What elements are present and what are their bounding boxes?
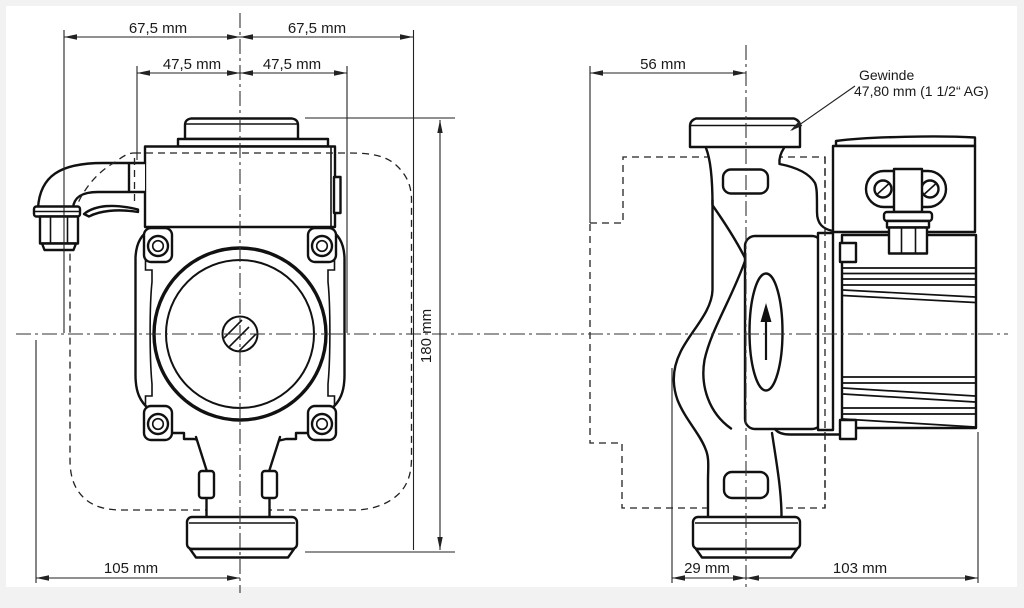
neck-flat-right <box>260 469 279 500</box>
flow-direction-marker <box>748 272 784 392</box>
front-insulation-envelope <box>69 152 413 511</box>
elbow-conduit <box>36 161 147 210</box>
elbow-fill <box>38 163 145 208</box>
centerlines <box>16 13 1008 593</box>
screw-slot-left <box>876 183 890 195</box>
terminal-box-cap <box>183 117 300 141</box>
cable-gland-rim <box>40 242 78 252</box>
thread-note-line2: 47,80 mm (1 1/2“ AG) <box>854 83 989 99</box>
casting-outline-left <box>134 228 152 412</box>
gland-stem <box>892 167 924 214</box>
motor-body <box>840 233 978 430</box>
dim-label-47-5-right: 47,5 mm <box>263 56 321 73</box>
terminal-box-latch <box>332 175 342 215</box>
motor-tab-bottom <box>838 418 858 441</box>
dim-label-67-5-right: 67,5 mm <box>288 20 346 37</box>
screw-lug-top-left <box>142 226 174 264</box>
lower-neck-right-edge <box>770 431 783 519</box>
dim-label-67-5-left: 67,5 mm <box>129 20 187 37</box>
screw-lug-top-right <box>306 226 338 264</box>
extension-lines <box>35 30 979 583</box>
neck-left-edge <box>704 146 714 207</box>
flow-ellipse <box>748 272 784 392</box>
thread-flange-top <box>688 117 802 149</box>
dimension-arrows <box>36 34 978 581</box>
neck-flat-left <box>197 469 216 500</box>
casting-step-right-top <box>327 260 336 406</box>
motor-box-lid <box>834 135 977 148</box>
volute-face-crease <box>702 259 747 430</box>
dim-label-103: 103 mm <box>833 560 887 577</box>
union-nut-chamfer <box>188 547 296 559</box>
neck-fill <box>196 437 280 517</box>
dimension-system: 67,5 mm 67,5 mm 47,5 mm 47,5 mm 56 mm 10… <box>35 20 989 583</box>
dim-label-56: 56 mm <box>640 56 686 73</box>
cable-gland-body <box>38 215 80 245</box>
motor-cable-gland <box>864 167 948 255</box>
union-nut-front <box>185 515 299 551</box>
dim-label-180: 180 mm <box>418 309 435 363</box>
volute-left-profile <box>672 198 714 519</box>
leader-line <box>791 85 856 131</box>
gland-washer <box>882 210 934 223</box>
casting-outline-right <box>328 228 346 412</box>
casting-step-left-top <box>144 260 153 406</box>
leader-arrow <box>790 121 803 131</box>
screw-lug-bottom-right <box>306 404 338 442</box>
neck-right-edge <box>778 146 835 233</box>
motor-fins <box>842 267 976 428</box>
flow-arrow-icon <box>760 303 772 322</box>
lid-drip-lip <box>82 204 140 218</box>
front-view-foreground <box>32 205 299 559</box>
volute-seam-diagonal <box>711 204 747 260</box>
dim-label-29: 29 mm <box>684 560 730 577</box>
dimension-labels: 67,5 mm 67,5 mm 47,5 mm 47,5 mm 56 mm 10… <box>104 20 989 577</box>
thread-note-line1: Gewinde <box>859 67 914 83</box>
dim-label-47-5-left: 47,5 mm <box>163 56 221 73</box>
dim-label-105: 105 mm <box>104 560 158 577</box>
gland-nut <box>887 226 929 255</box>
screw-lug-bottom-left <box>142 404 174 442</box>
motor-foot-edge <box>773 427 842 436</box>
motor-tab-top <box>838 241 858 264</box>
screw-slot-right <box>923 183 937 195</box>
